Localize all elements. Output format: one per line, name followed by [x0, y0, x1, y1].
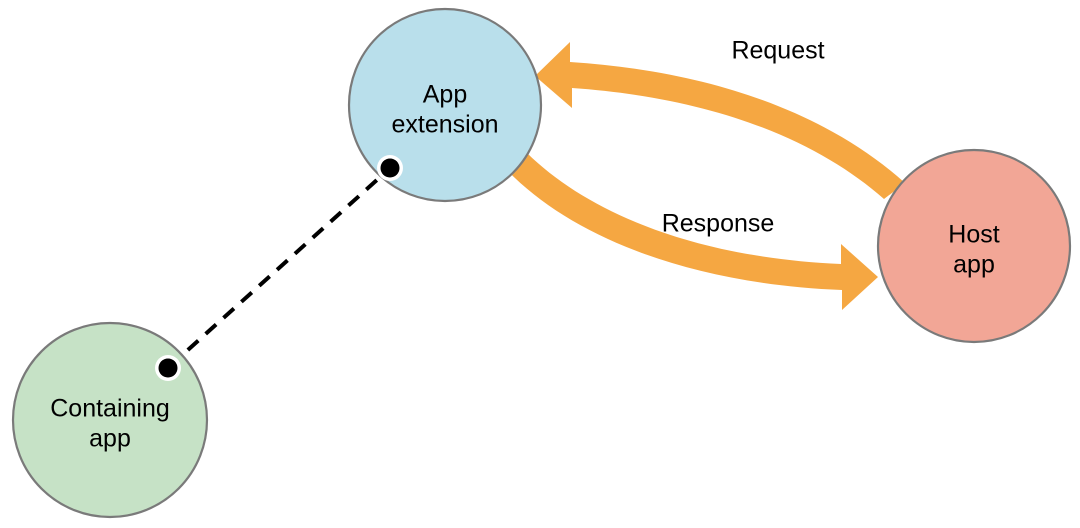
edge-containment-link	[168, 168, 390, 368]
edge-label-request: Request	[731, 37, 824, 65]
host-app-label-line1: Host	[948, 221, 999, 249]
response-arrow-shape	[505, 153, 878, 310]
containment-dashed-line	[168, 168, 390, 368]
edge-request-arrow	[535, 42, 905, 199]
containing-app-label-line1: Containing	[50, 395, 170, 423]
connection-dot-core-containing-app	[158, 358, 178, 378]
node-host-app[interactable]: Host app	[876, 148, 1072, 344]
host-app-label-line2: app	[953, 251, 995, 279]
connection-dot-containing-app	[155, 355, 181, 381]
app-extension-label-line2: extension	[391, 111, 498, 139]
host-app-circle[interactable]	[876, 148, 1072, 344]
connection-dot-core-app-extension	[380, 158, 400, 178]
request-arrow-shape	[535, 42, 905, 199]
node-containing-app[interactable]: Containing app	[11, 321, 209, 519]
containing-app-label-line2: app	[89, 425, 131, 453]
edge-label-response: Response	[662, 210, 775, 238]
edge-response-arrow	[505, 153, 878, 310]
connection-dot-app-extension	[377, 155, 403, 181]
node-app-extension[interactable]: App extension	[347, 7, 543, 203]
app-extension-circle[interactable]	[347, 7, 543, 203]
app-extension-label-line1: App	[423, 81, 467, 109]
